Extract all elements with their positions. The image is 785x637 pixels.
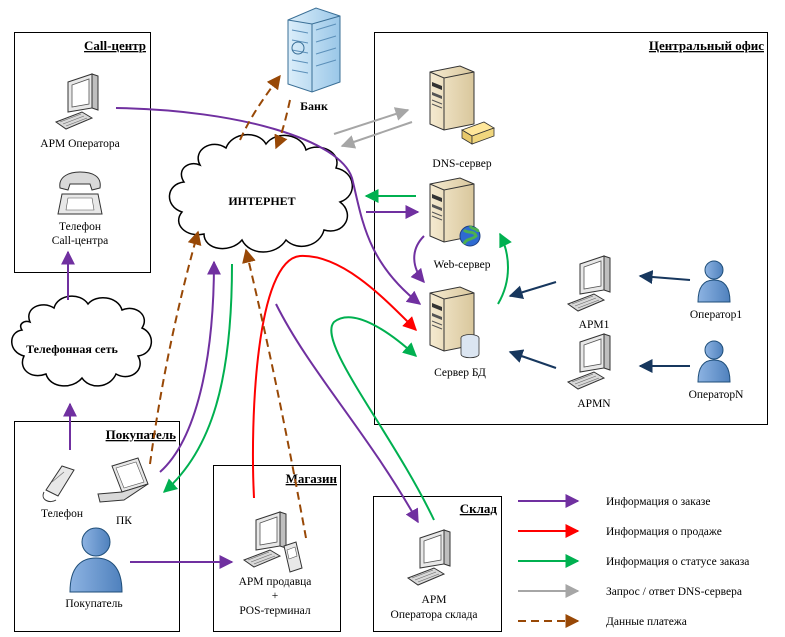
office-box <box>374 32 768 425</box>
order-arrow-web-to-db <box>410 235 425 284</box>
shop-title: Магазин <box>286 471 338 486</box>
legend-label-4: Данные платежа <box>606 616 687 628</box>
dns-server-label: DNS-сервер <box>432 158 491 170</box>
internet-label: ИНТЕРНЕТ <box>228 194 295 208</box>
shop-arm-label-1: АРМ продавца <box>239 576 312 588</box>
operator1-to-arm1-arrow <box>638 270 691 284</box>
database-icon <box>460 334 480 359</box>
arm-operator-label: АРМ Оператора <box>40 138 119 150</box>
phone-network-label: Телефонная сеть <box>26 342 118 356</box>
dns-box-icon <box>461 121 495 145</box>
payment-arrow-bank-to-internet <box>274 99 291 150</box>
operator-pc-icon <box>55 73 99 130</box>
pc-label: ПК <box>116 515 132 527</box>
warehouse-pc-icon <box>407 529 451 586</box>
internet-cloud: ИНТЕРНЕТ <box>168 134 353 253</box>
wh-arm-label-2: Оператора склада <box>391 609 478 621</box>
arm1-pc-icon <box>567 255 611 312</box>
armn-label: АРМN <box>577 398 611 410</box>
cc-phone-label-1: Телефон <box>59 221 101 233</box>
callcenter-title: Call-центр <box>84 38 146 53</box>
operator1-person-icon <box>697 260 731 303</box>
buyer-person-icon <box>69 527 123 593</box>
bank-icon <box>287 7 341 93</box>
phone-label: Телефон <box>41 508 83 520</box>
wh-arm-label-1: АРМ <box>422 594 447 606</box>
buyer-title: Покупатель <box>106 427 177 442</box>
warehouse-title: Склад <box>460 501 498 516</box>
legend-label-3: Запрос / ответ DNS-сервера <box>606 586 742 598</box>
payment-arrow-pc-to-internet <box>149 230 202 465</box>
status-arrow-internet-to-pc <box>162 263 233 493</box>
armn-pc-icon <box>567 333 611 390</box>
order-arrow-internet-to-warehouse <box>275 303 419 524</box>
payment-arrow-internet-to-bank <box>239 74 281 141</box>
shop-arm-label-2: + <box>272 590 279 602</box>
bank-label: Банк <box>300 99 328 113</box>
dns-server-icon <box>429 65 475 131</box>
dns-arrow-internet-to-dns <box>333 107 410 135</box>
dns-arrow-dns-to-internet <box>340 121 413 149</box>
status-arrow-warehouse-to-db <box>330 316 435 521</box>
payment-arrow-shop-to-internet <box>242 248 307 539</box>
pos-terminal-icon <box>283 541 303 573</box>
buyer-box <box>14 421 180 632</box>
office-title: Центральный офис <box>649 38 764 53</box>
operatorn-label: ОператорN <box>689 389 744 401</box>
legend-label-0: Информация о заказе <box>606 496 710 508</box>
order-arrow-operator-to-db <box>115 107 422 305</box>
mobile-phone-icon <box>42 465 75 503</box>
warehouse-box <box>373 496 502 632</box>
buyer-person-label: Покупатель <box>65 598 122 610</box>
db-server-label: Сервер БД <box>434 367 486 379</box>
order-arrow-pc-to-internet <box>159 260 221 473</box>
status-arrow-db-to-web <box>497 232 512 305</box>
shop-arm-label-3: POS-терминал <box>239 605 310 617</box>
web-server-label: Web-сервер <box>434 259 491 271</box>
globe-icon <box>459 225 481 247</box>
callcenter-box <box>14 32 151 273</box>
shop-pc-icon <box>243 511 287 568</box>
callcenter-telephone-icon <box>57 171 103 215</box>
arm1-label: АРМ1 <box>579 319 610 331</box>
operatorn-person-icon <box>697 340 731 383</box>
legend-label-1: Информация о продаже <box>606 526 722 538</box>
sale-arrow-shop-to-db <box>251 254 417 499</box>
legend-label-2: Информация о статусе заказа <box>606 556 749 568</box>
phone-network-cloud: Телефонная сеть <box>11 295 152 387</box>
operator1-label: Оператор1 <box>690 309 742 321</box>
arm1-to-db-arrow <box>508 281 557 300</box>
shop-box <box>213 465 341 632</box>
armn-to-db-arrow <box>508 349 557 369</box>
cc-phone-label-2: Call-центра <box>52 235 108 247</box>
laptop-icon <box>97 457 149 503</box>
